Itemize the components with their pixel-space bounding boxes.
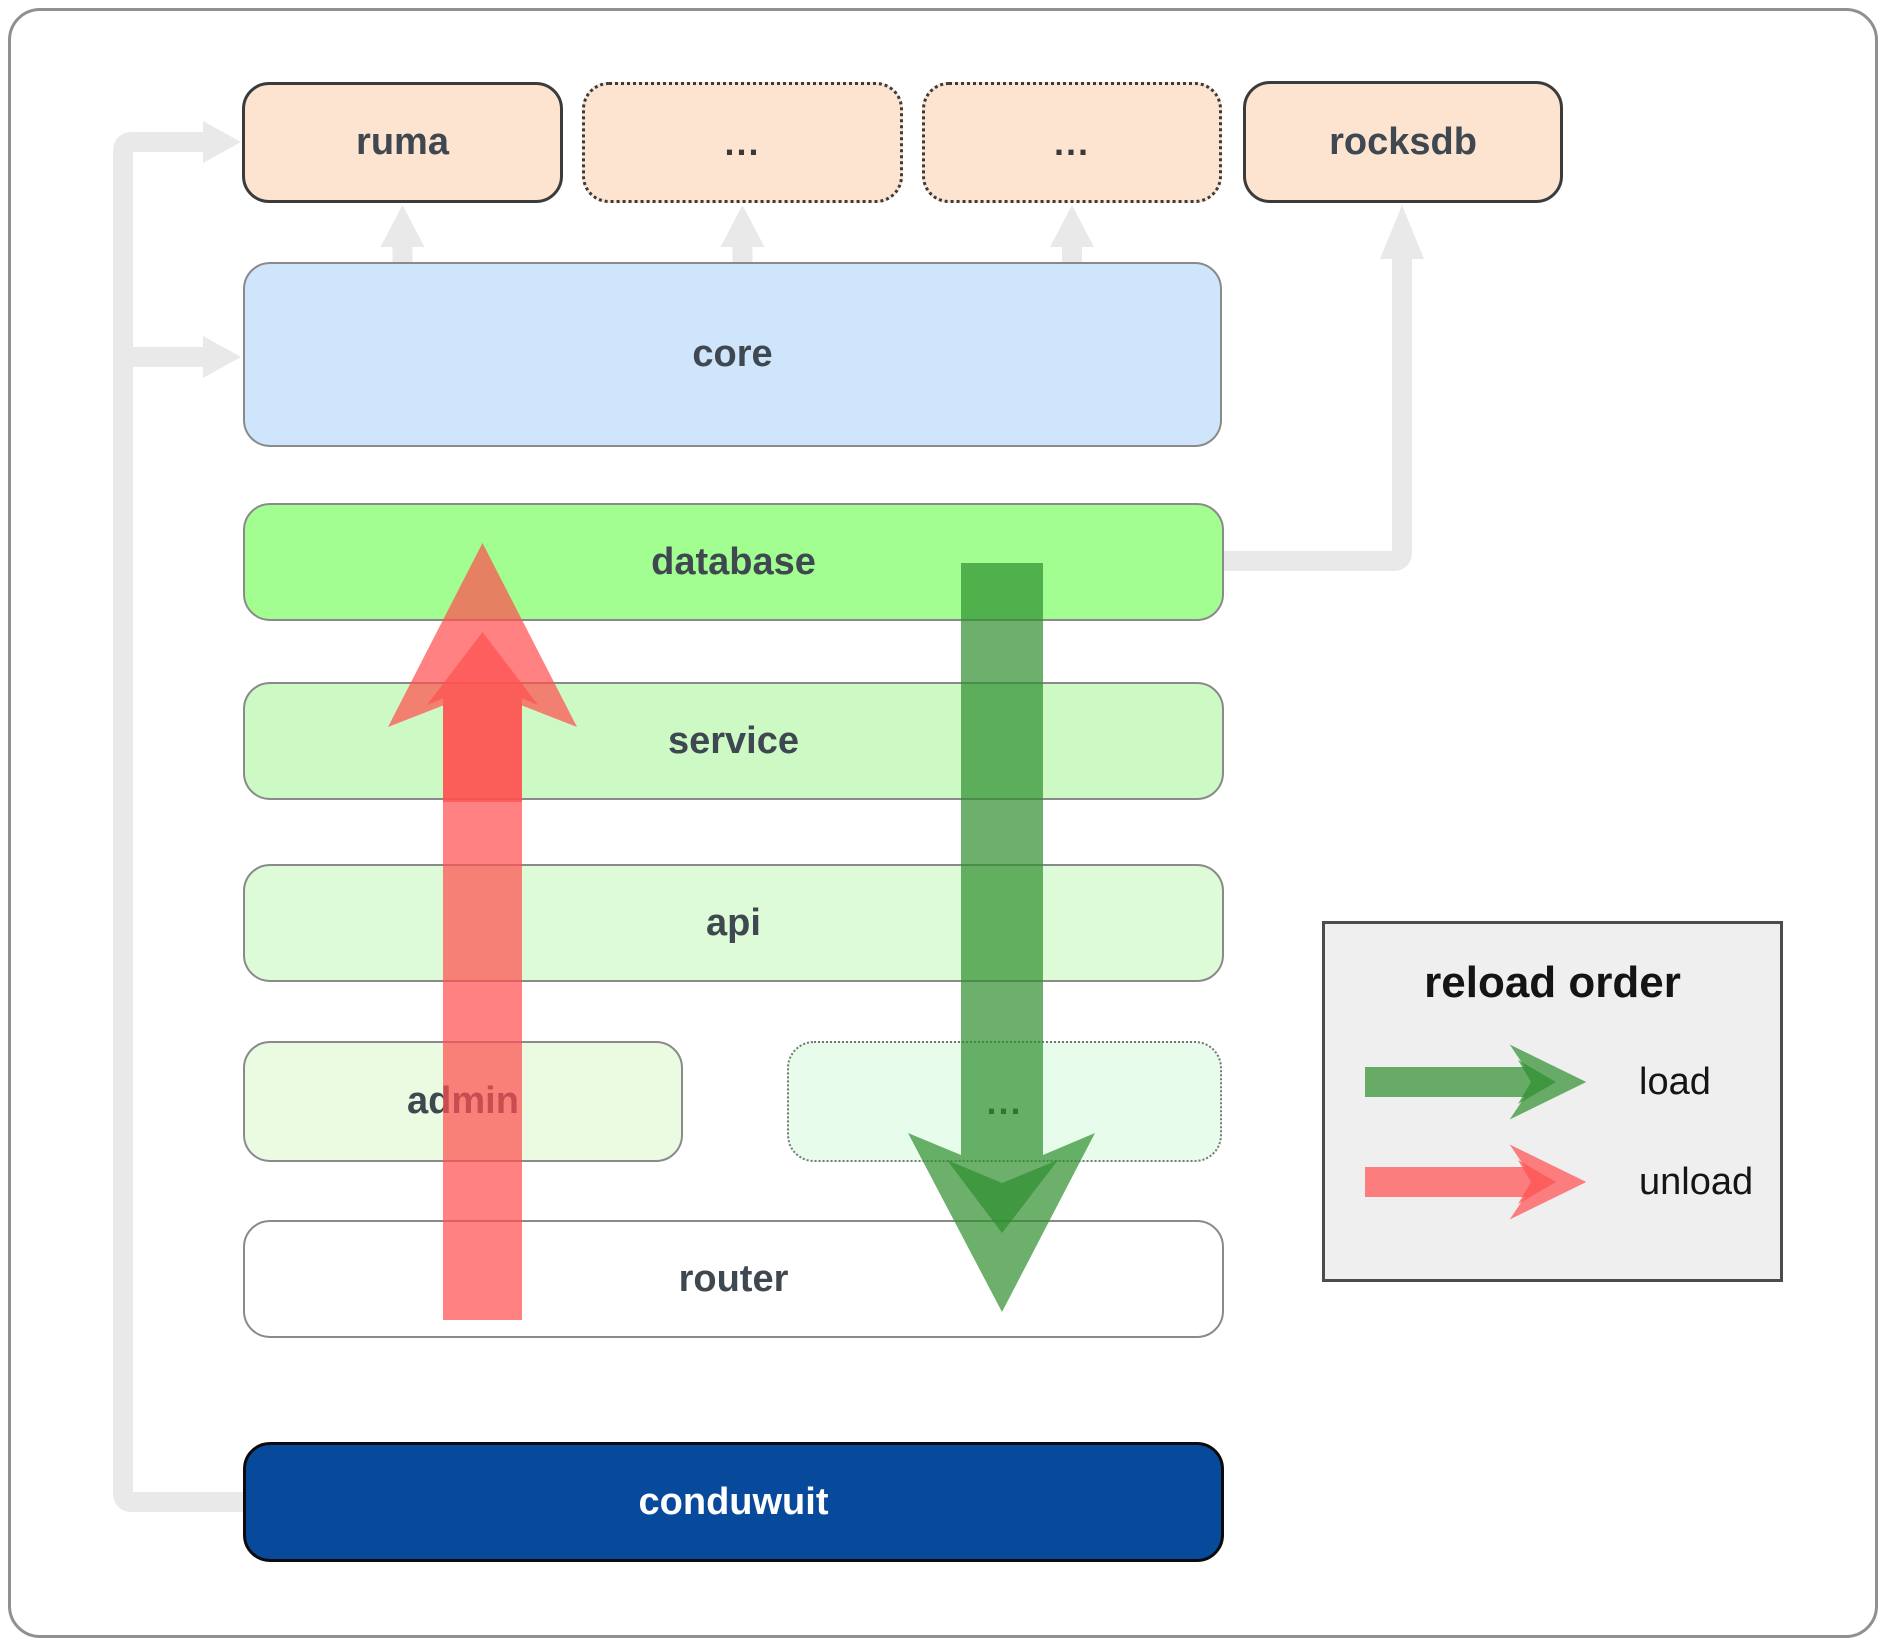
node-core: core [243, 262, 1222, 447]
node-database-label: database [651, 540, 816, 583]
node-core-label: core [692, 333, 773, 375]
node-ellipsis-top-1-label: ... [724, 121, 761, 163]
legend-row-unload: unload [1365, 1142, 1753, 1222]
arrowhead-core-to-ellipsis-2-icon [1050, 205, 1094, 247]
node-admin-label: admin [407, 1080, 519, 1122]
node-ellipsis-top-2-label: ... [1053, 121, 1090, 163]
node-router-label: router [678, 1257, 789, 1300]
arrowhead-core-to-ellipsis-1-icon [720, 205, 765, 247]
node-ellipsis-mid: ... [787, 1041, 1222, 1162]
node-ruma-label: ruma [356, 121, 449, 163]
node-rocksdb: rocksdb [1243, 81, 1563, 203]
legend-load-label: load [1639, 1060, 1711, 1103]
node-api: api [243, 864, 1224, 982]
node-conduwuit-label: conduwuit [638, 1480, 829, 1523]
node-ellipsis-mid-label: ... [986, 1080, 1023, 1122]
legend-row-load: load [1365, 1042, 1711, 1122]
arrowhead-core-to-ruma-icon [380, 205, 425, 247]
node-service-label: service [667, 719, 799, 762]
node-admin: admin [243, 1041, 683, 1162]
node-conduwuit: conduwuit [243, 1442, 1224, 1562]
node-rocksdb-label: rocksdb [1329, 120, 1477, 163]
arrowhead-into-core-icon [203, 336, 241, 378]
legend-unload-label: unload [1639, 1160, 1754, 1203]
node-ellipsis-top-2: ... [922, 82, 1222, 203]
legend-load-arrow-icon [1365, 1044, 1587, 1120]
node-ellipsis-top-1: ... [582, 82, 903, 203]
arrowhead-into-rocksdb-icon [1380, 205, 1424, 259]
node-database: database [243, 503, 1224, 621]
legend-title: reload order [1424, 958, 1681, 1007]
node-service: service [243, 682, 1224, 800]
outer-frame [8, 8, 1878, 1638]
arrowhead-into-ruma-icon [203, 121, 241, 163]
legend-box: reload order load unload [1322, 921, 1783, 1282]
legend-unload-arrow-icon [1365, 1144, 1587, 1220]
node-router: router [243, 1220, 1224, 1338]
node-api-label: api [706, 901, 761, 944]
connector-database-to-rocksdb [1224, 259, 1412, 571]
connector-conduwuit-trunk [113, 132, 243, 1512]
node-ruma: ruma [242, 82, 563, 203]
